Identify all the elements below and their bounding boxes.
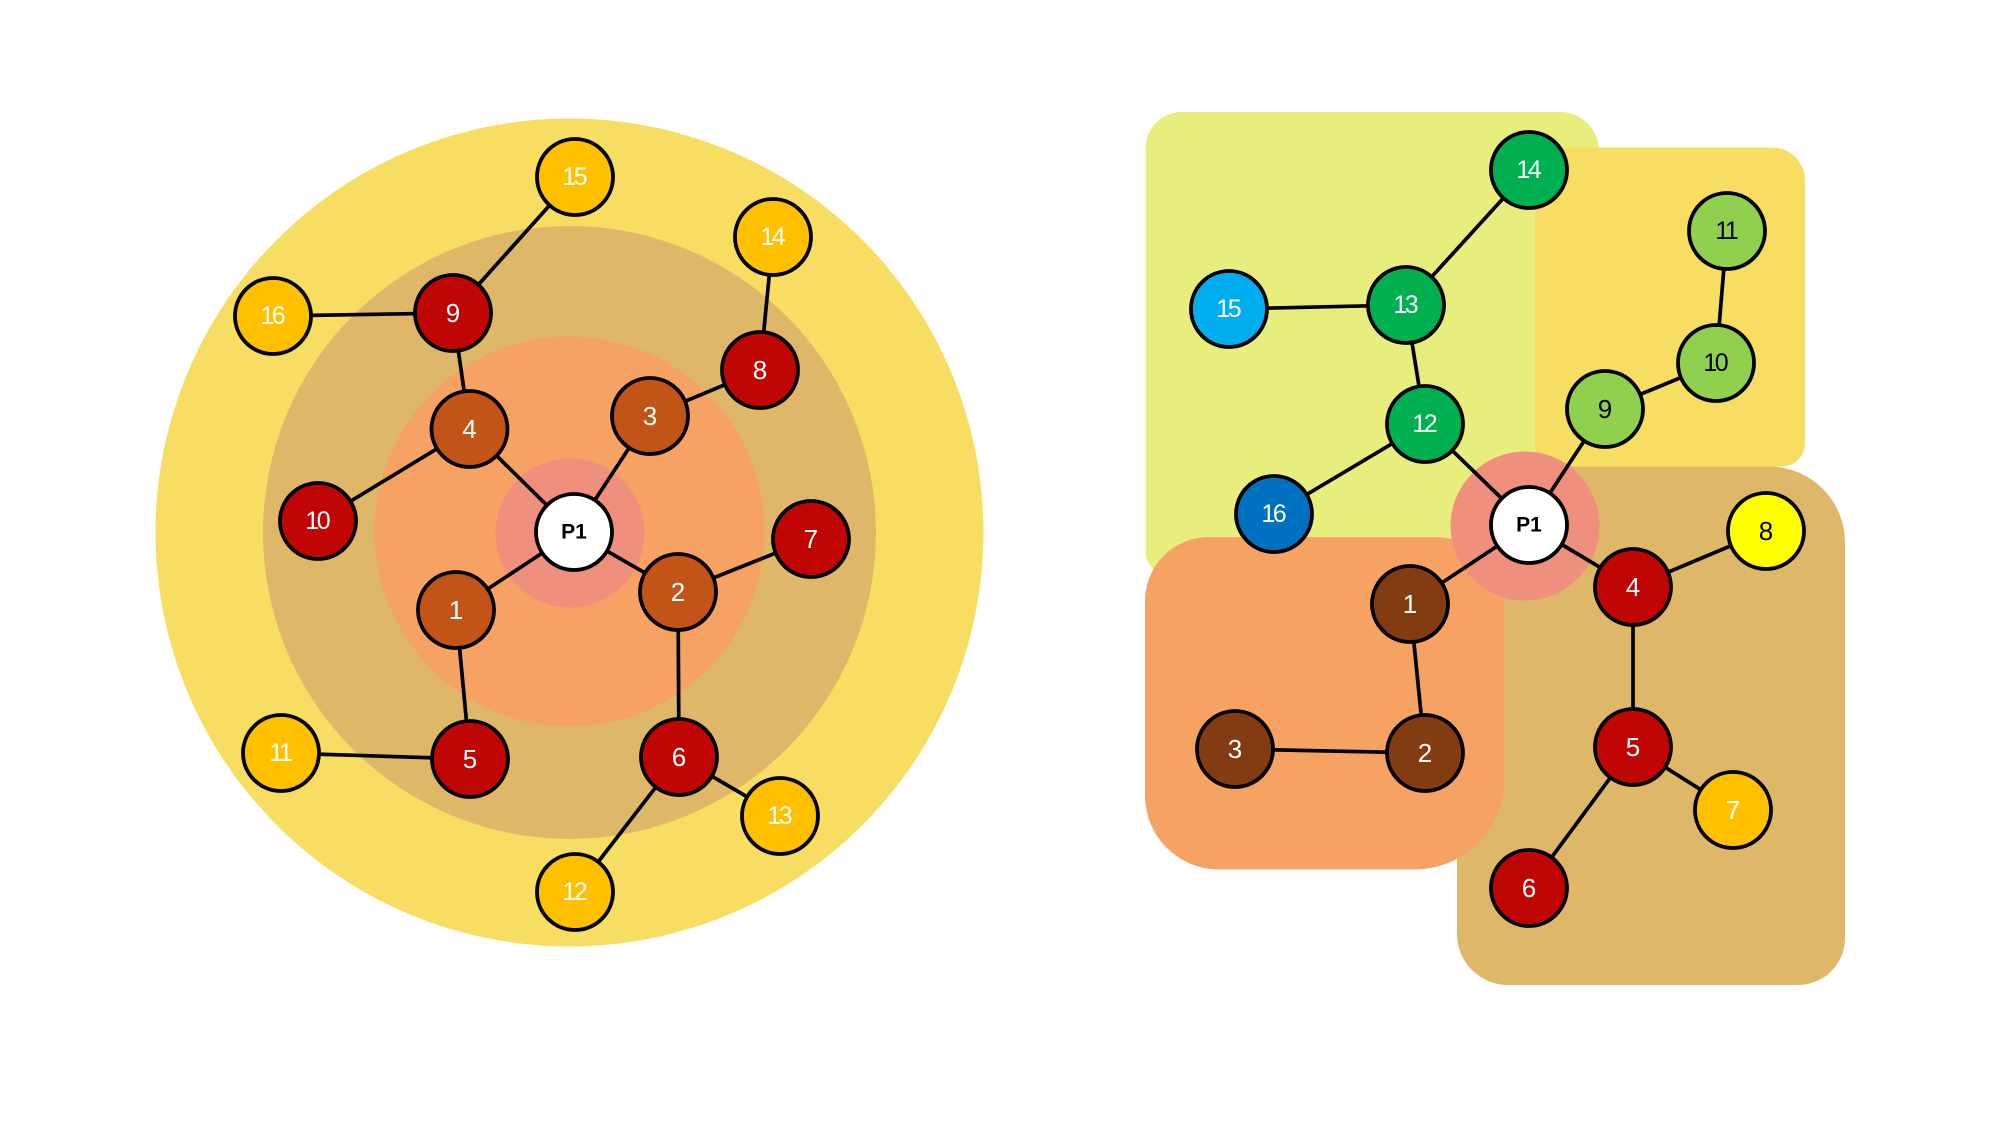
svg-text:5: 5 xyxy=(463,744,477,774)
svg-text:1: 1 xyxy=(1403,589,1417,619)
svg-text:6: 6 xyxy=(672,742,686,772)
svg-text:4: 4 xyxy=(1626,572,1640,602)
svg-text:14: 14 xyxy=(1516,156,1541,184)
svg-text:12: 12 xyxy=(562,878,586,906)
svg-text:12: 12 xyxy=(1412,410,1436,438)
svg-text:10: 10 xyxy=(305,507,329,535)
svg-text:2: 2 xyxy=(671,577,685,607)
svg-text:6: 6 xyxy=(1522,873,1536,903)
svg-text:4: 4 xyxy=(462,414,476,444)
svg-text:9: 9 xyxy=(1598,394,1612,424)
svg-text:15: 15 xyxy=(1216,295,1240,323)
svg-text:P1: P1 xyxy=(561,521,587,544)
svg-text:11: 11 xyxy=(269,739,292,767)
svg-text:9: 9 xyxy=(446,298,460,328)
svg-text:P1: P1 xyxy=(1516,514,1542,537)
svg-text:2: 2 xyxy=(1418,738,1432,768)
svg-text:3: 3 xyxy=(643,401,657,431)
svg-text:11: 11 xyxy=(1715,217,1738,245)
svg-text:10: 10 xyxy=(1703,349,1727,377)
svg-text:8: 8 xyxy=(753,355,767,385)
svg-text:13: 13 xyxy=(1393,291,1417,319)
svg-text:16: 16 xyxy=(260,302,284,330)
svg-text:15: 15 xyxy=(562,163,586,191)
svg-text:3: 3 xyxy=(1228,734,1242,764)
svg-text:16: 16 xyxy=(1261,500,1285,528)
svg-text:14: 14 xyxy=(760,223,785,251)
svg-text:13: 13 xyxy=(767,802,791,830)
svg-text:1: 1 xyxy=(449,595,463,625)
svg-text:7: 7 xyxy=(1726,795,1740,825)
svg-text:5: 5 xyxy=(1626,732,1640,762)
svg-text:8: 8 xyxy=(1759,516,1773,546)
svg-text:7: 7 xyxy=(804,524,818,554)
